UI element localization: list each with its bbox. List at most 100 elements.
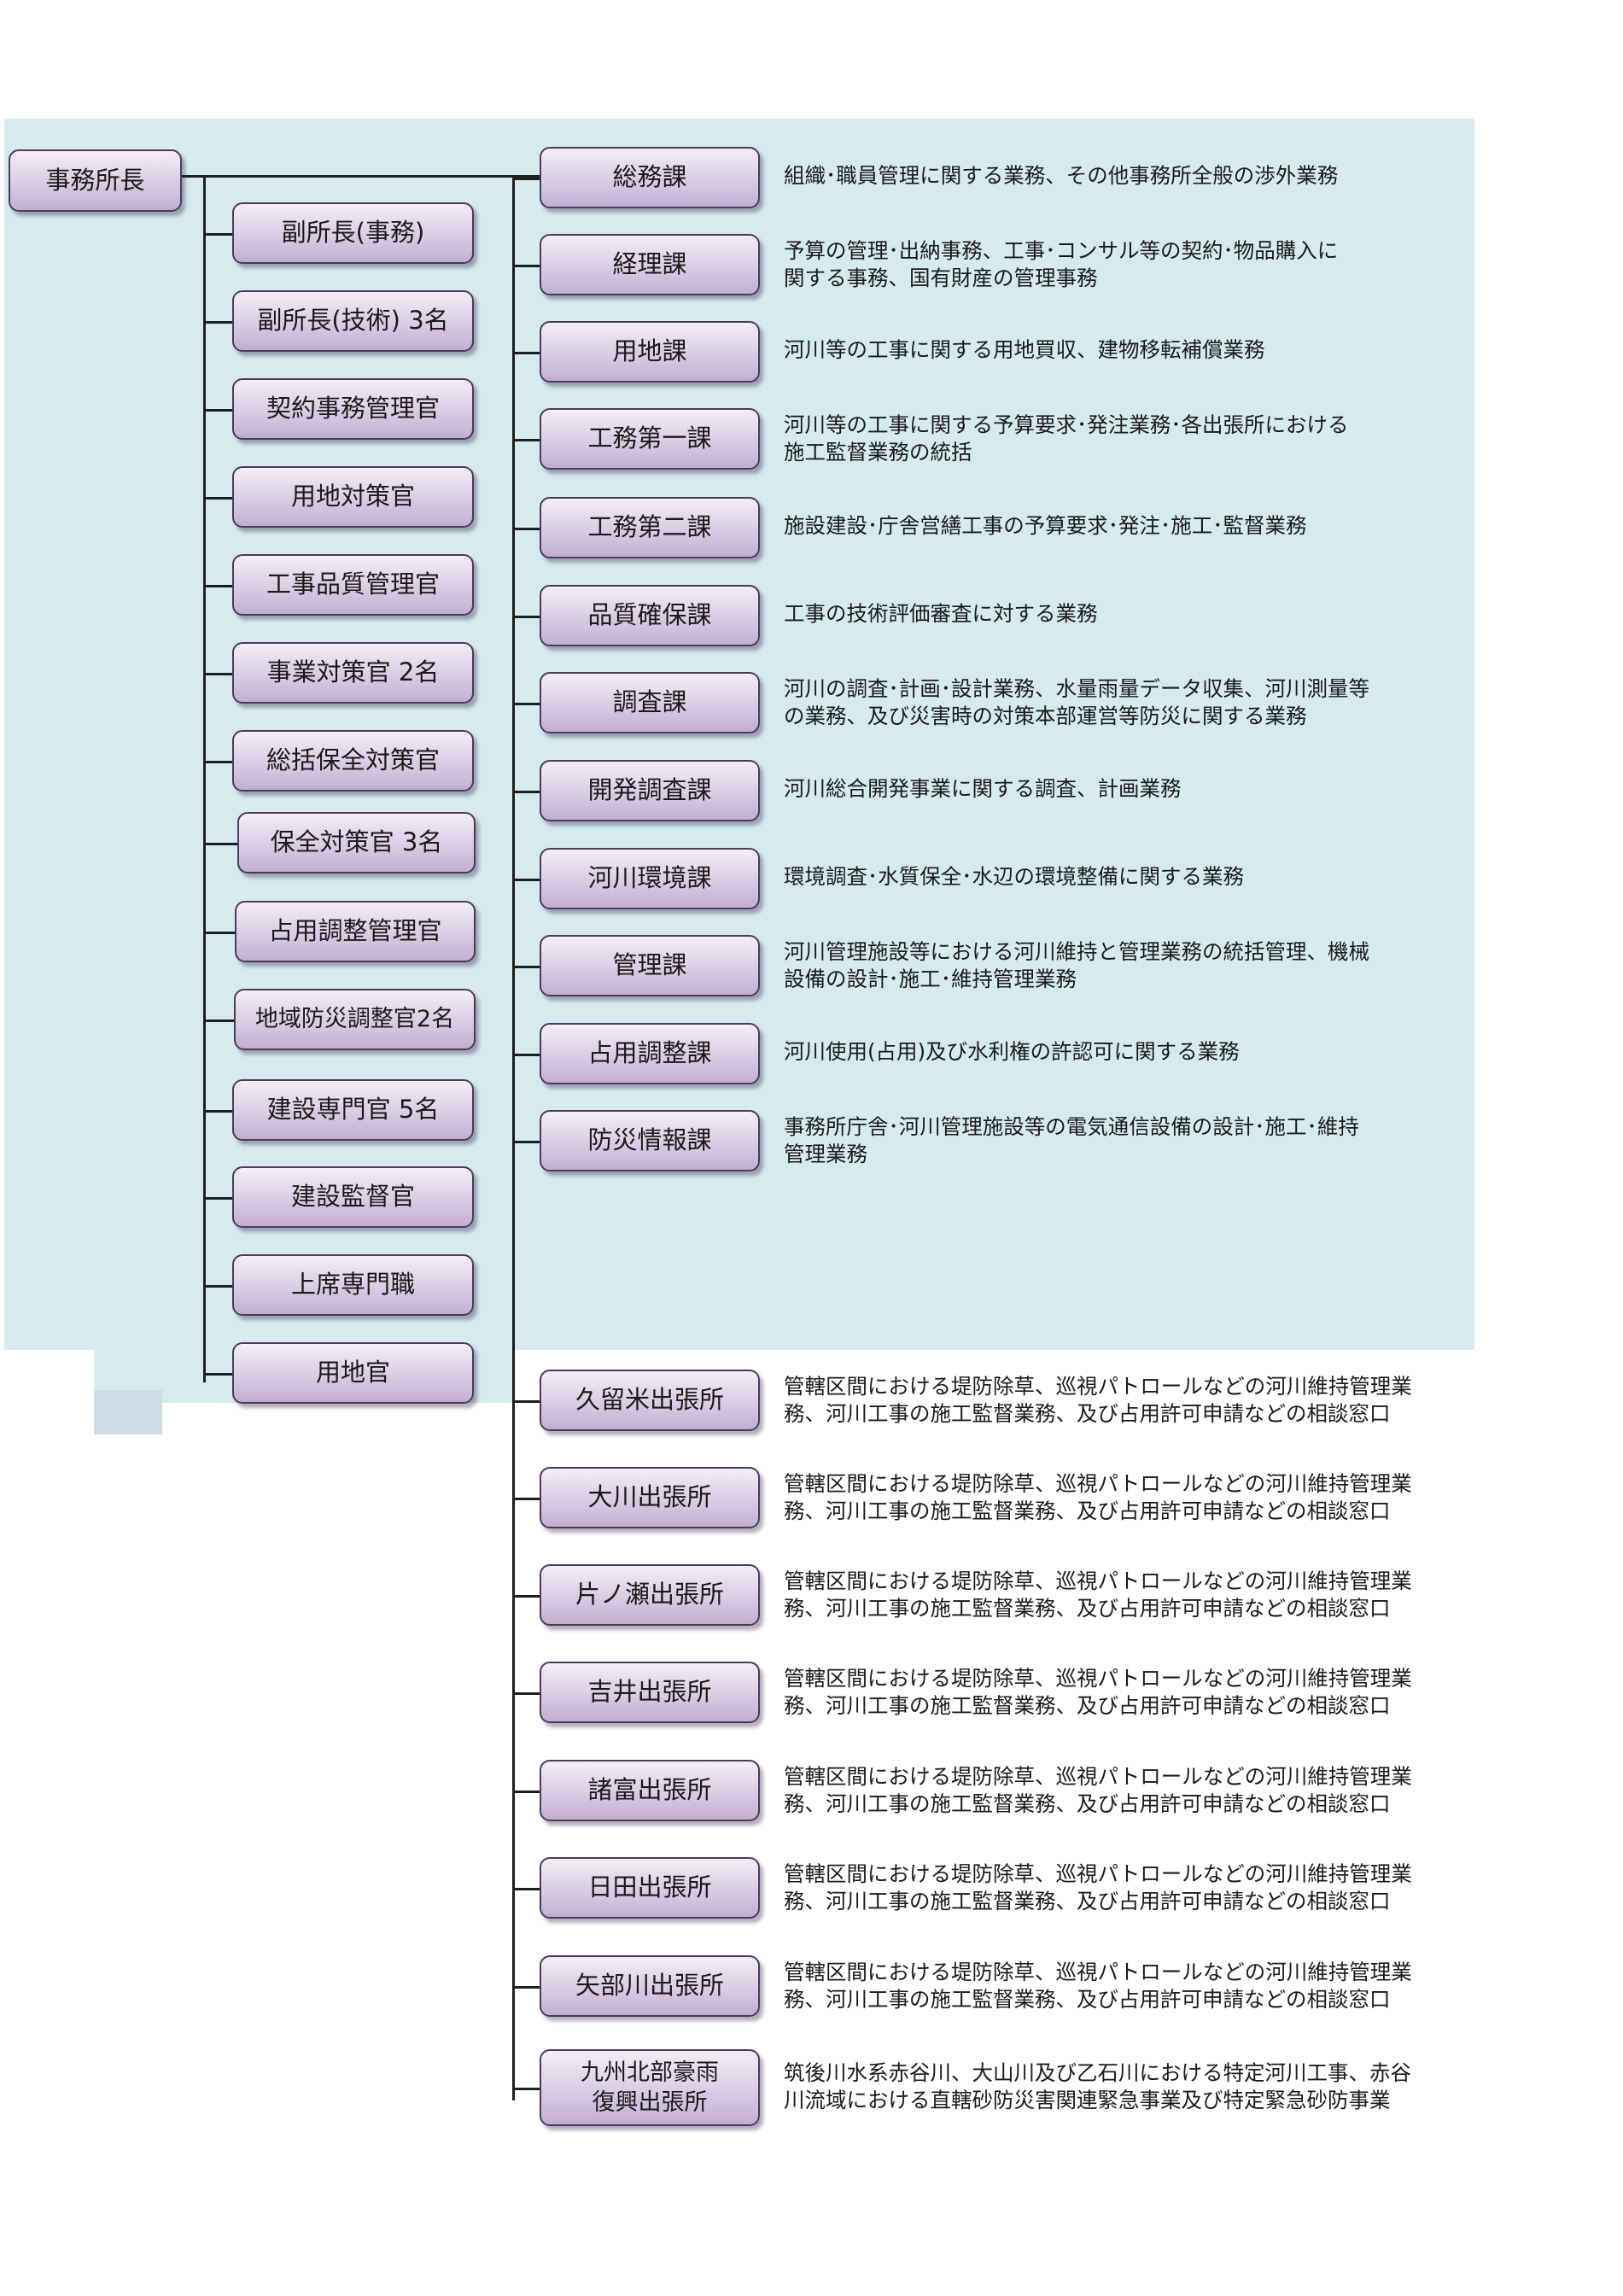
staff-position-box[interactable]: 工事品質管理官 bbox=[232, 554, 474, 616]
branch-office-box[interactable]: 吉井出張所 bbox=[540, 1662, 760, 1723]
left-branch-line bbox=[205, 321, 232, 324]
section-desc: 事務所庁舎･河川管理施設等の電気通信設備の設計･施工･維持 管理業務 bbox=[784, 1114, 1359, 1166]
staff-position-box[interactable]: 建設監督官 bbox=[232, 1166, 474, 1228]
left-trunk-line bbox=[203, 175, 206, 1382]
section-branch-line bbox=[514, 966, 540, 968]
staff-position-box[interactable]: 保全対策官 3名 bbox=[237, 812, 476, 873]
chief-box[interactable]: 事務所長 bbox=[9, 149, 182, 212]
left-branch-line bbox=[205, 233, 232, 236]
staff-position-box[interactable]: 副所長(事務) bbox=[232, 202, 474, 264]
section-desc: 河川使用(占用)及び水利権の許認可に関する業務 bbox=[784, 1039, 1240, 1064]
left-branch-line bbox=[205, 761, 232, 763]
staff-position-box[interactable]: 副所長(技術) 3名 bbox=[232, 290, 474, 352]
staff-position-box-label: 建設専門官 5名 bbox=[266, 1095, 440, 1125]
staff-position-box[interactable]: 上席専門職 bbox=[232, 1254, 474, 1316]
staff-position-box[interactable]: 契約事務管理官 bbox=[232, 378, 474, 440]
branch-office-desc: 管轄区間における堤防除草、巡視パトロールなどの河川維持管理業 務、河川工事の施工… bbox=[784, 1666, 1412, 1718]
section-desc: 河川総合開発事業に関する調査、計画業務 bbox=[784, 776, 1182, 801]
branch-office-box[interactable]: 片ノ瀬出張所 bbox=[540, 1564, 760, 1626]
staff-position-box[interactable]: 用地対策官 bbox=[232, 466, 474, 528]
section-box-label: 総務課 bbox=[612, 162, 687, 192]
branch-office-box[interactable]: 矢部川出張所 bbox=[540, 1955, 760, 2017]
section-box[interactable]: 経理課 bbox=[540, 234, 760, 295]
left-branch-line bbox=[205, 673, 232, 675]
left-branch-line bbox=[205, 932, 235, 934]
staff-position-box-label: 保全対策官 3名 bbox=[270, 827, 443, 857]
branch-office-desc: 筑後川水系赤谷川、大山川及び乙石川における特定河川工事、赤谷 川流域における直轄… bbox=[784, 2060, 1411, 2112]
section-branch-line bbox=[514, 439, 540, 441]
staff-position-box-label: 契約事務管理官 bbox=[266, 394, 440, 424]
branch-office-box[interactable]: 大川出張所 bbox=[540, 1467, 760, 1528]
office-branch-line bbox=[514, 2088, 540, 2090]
section-desc: 河川等の工事に関する予算要求･発注業務･各出張所における 施工監督業務の統括 bbox=[784, 412, 1349, 464]
left-branch-line bbox=[205, 843, 237, 845]
left-branch-line bbox=[205, 497, 232, 500]
branch-office-box[interactable]: 九州北部豪雨 復興出張所 bbox=[540, 2049, 760, 2126]
section-box-label: 調査課 bbox=[612, 687, 687, 717]
section-box-label: 品質確保課 bbox=[587, 600, 712, 630]
section-box[interactable]: 工務第一課 bbox=[540, 408, 760, 470]
section-branch-line bbox=[514, 703, 540, 705]
staff-position-box[interactable]: 総括保全対策官 bbox=[232, 730, 474, 792]
branch-office-box[interactable]: 久留米出張所 bbox=[540, 1370, 760, 1431]
branch-office-desc: 管轄区間における堤防除草、巡視パトロールなどの河川維持管理業 務、河川工事の施工… bbox=[784, 1764, 1412, 1816]
section-box[interactable]: 開発調査課 bbox=[540, 760, 760, 821]
branch-office-box[interactable]: 諸富出張所 bbox=[540, 1760, 760, 1821]
section-box[interactable]: 品質確保課 bbox=[540, 585, 760, 646]
office-branch-line bbox=[514, 1400, 540, 1403]
section-background-tab bbox=[94, 1390, 162, 1434]
left-branch-line bbox=[205, 1285, 232, 1288]
office-branch-line bbox=[514, 1888, 540, 1890]
branch-office-box[interactable]: 日田出張所 bbox=[540, 1857, 760, 1919]
branch-office-box-label: 久留米出張所 bbox=[575, 1385, 724, 1415]
section-box[interactable]: 防災情報課 bbox=[540, 1110, 760, 1171]
section-box-label: 工務第二課 bbox=[587, 512, 712, 542]
left-branch-line bbox=[205, 1019, 234, 1022]
staff-position-box-label: 事業対策官 2名 bbox=[266, 657, 440, 687]
staff-position-box-label: 副所長(技術) 3名 bbox=[257, 306, 449, 336]
staff-position-box-label: 副所長(事務) bbox=[281, 218, 425, 248]
section-box-label: 開発調査課 bbox=[587, 775, 712, 805]
left-branch-line bbox=[205, 1197, 232, 1200]
branch-office-box-label: 諸富出張所 bbox=[587, 1775, 712, 1805]
staff-position-box-label: 総括保全対策官 bbox=[266, 745, 440, 775]
staff-position-box[interactable]: 用地官 bbox=[232, 1342, 474, 1404]
branch-office-box-label: 大川出張所 bbox=[587, 1482, 712, 1512]
office-branch-line bbox=[514, 1791, 540, 1793]
section-box-label: 河川環境課 bbox=[587, 863, 712, 893]
section-desc: 河川管理施設等における河川維持と管理業務の統括管理、機械 設備の設計･施工･維持… bbox=[784, 939, 1369, 991]
section-desc: 工事の技術評価審査に対する業務 bbox=[784, 601, 1098, 626]
office-branch-line bbox=[514, 1692, 540, 1695]
branch-office-desc: 管轄区間における堤防除草、巡視パトロールなどの河川維持管理業 務、河川工事の施工… bbox=[784, 1960, 1412, 2012]
office-branch-line bbox=[514, 1498, 540, 1500]
section-branch-line bbox=[514, 879, 540, 881]
section-box[interactable]: 管理課 bbox=[540, 935, 760, 996]
section-box-label: 防災情報課 bbox=[587, 1125, 712, 1155]
section-box[interactable]: 占用調整課 bbox=[540, 1023, 760, 1084]
staff-position-box[interactable]: 事業対策官 2名 bbox=[232, 642, 474, 704]
section-box[interactable]: 調査課 bbox=[540, 672, 760, 733]
branch-office-desc: 管轄区間における堤防除草、巡視パトロールなどの河川維持管理業 務、河川工事の施工… bbox=[784, 1861, 1412, 1913]
staff-position-box[interactable]: 占用調整管理官 bbox=[235, 901, 476, 962]
left-branch-line bbox=[205, 1110, 232, 1113]
staff-position-box-label: 建設監督官 bbox=[290, 1182, 415, 1212]
section-box-label: 工務第一課 bbox=[587, 424, 712, 453]
section-box-label: 管理課 bbox=[612, 950, 687, 980]
section-box[interactable]: 用地課 bbox=[540, 321, 760, 383]
section-desc: 組織･職員管理に関する業務、その他事務所全般の渉外業務 bbox=[784, 163, 1339, 188]
staff-position-box-label: 占用調整管理官 bbox=[268, 916, 442, 946]
section-box[interactable]: 河川環境課 bbox=[540, 848, 760, 909]
chief-connector bbox=[181, 175, 540, 178]
staff-position-box[interactable]: 地域防災調整官2名 bbox=[234, 989, 476, 1050]
section-branch-line bbox=[514, 1054, 540, 1056]
section-branch-line bbox=[514, 352, 540, 354]
section-branch-line bbox=[514, 528, 540, 530]
branch-office-desc: 管轄区間における堤防除草、巡視パトロールなどの河川維持管理業 務、河川工事の施工… bbox=[784, 1569, 1412, 1621]
section-desc: 施設建設･庁舎営繕工事の予算要求･発注･施工･監督業務 bbox=[784, 513, 1307, 538]
staff-position-box-label: 工事品質管理官 bbox=[266, 570, 440, 599]
staff-position-box[interactable]: 建設専門官 5名 bbox=[232, 1079, 474, 1141]
section-box[interactable]: 総務課 bbox=[540, 147, 760, 208]
staff-position-box-label: 用地対策官 bbox=[290, 482, 415, 511]
section-box[interactable]: 工務第二課 bbox=[540, 497, 760, 558]
right-trunk-line bbox=[512, 175, 515, 2100]
